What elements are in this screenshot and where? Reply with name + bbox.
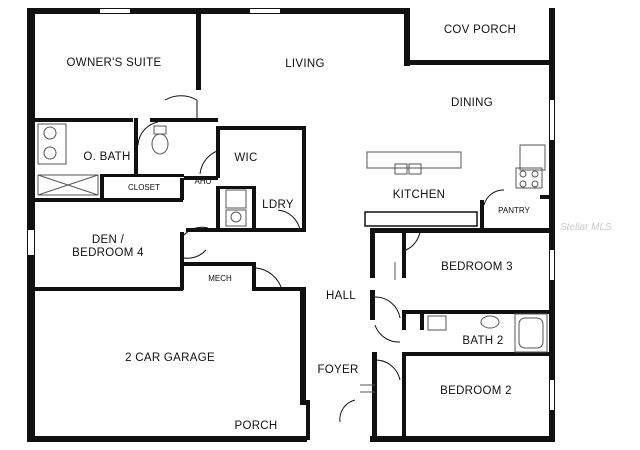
label-pantry: PANTRY	[498, 206, 530, 215]
room-labels: COV PORCH OWNER'S SUITE LIVING DINING O.…	[67, 24, 531, 432]
label-closet: CLOSET	[128, 183, 160, 192]
label-porch: PORCH	[234, 420, 277, 432]
doors	[137, 95, 505, 423]
label-bedroom-2: BEDROOM 2	[440, 385, 512, 397]
fixtures	[37, 123, 548, 393]
label-garage: 2 CAR GARAGE	[125, 352, 215, 364]
window-marks	[28, 9, 554, 410]
label-foyer: FOYER	[317, 364, 358, 376]
label-ldry: LDRY	[262, 199, 294, 211]
label-living: LIVING	[285, 58, 325, 70]
watermark: Stellar MLS	[560, 222, 612, 233]
label-kitchen: KITCHEN	[393, 189, 446, 201]
label-cov-porch: COV PORCH	[444, 24, 516, 36]
label-owners-suite: OWNER'S SUITE	[67, 57, 162, 69]
label-wic: WIC	[234, 152, 257, 164]
exterior-walls	[27, 8, 555, 442]
label-bedroom-3: BEDROOM 3	[441, 261, 513, 273]
label-o-bath: O. BATH	[83, 151, 130, 163]
label-den: DEN /	[92, 234, 125, 246]
label-dining: DINING	[451, 97, 493, 109]
label-mech: MECH	[208, 274, 232, 283]
label-bath-2: BATH 2	[462, 335, 503, 347]
label-ahu: AHU	[195, 177, 212, 186]
label-hall: HALL	[326, 290, 356, 302]
interior-walls	[33, 12, 552, 442]
label-bedroom-4: BEDROOM 4	[72, 247, 144, 259]
